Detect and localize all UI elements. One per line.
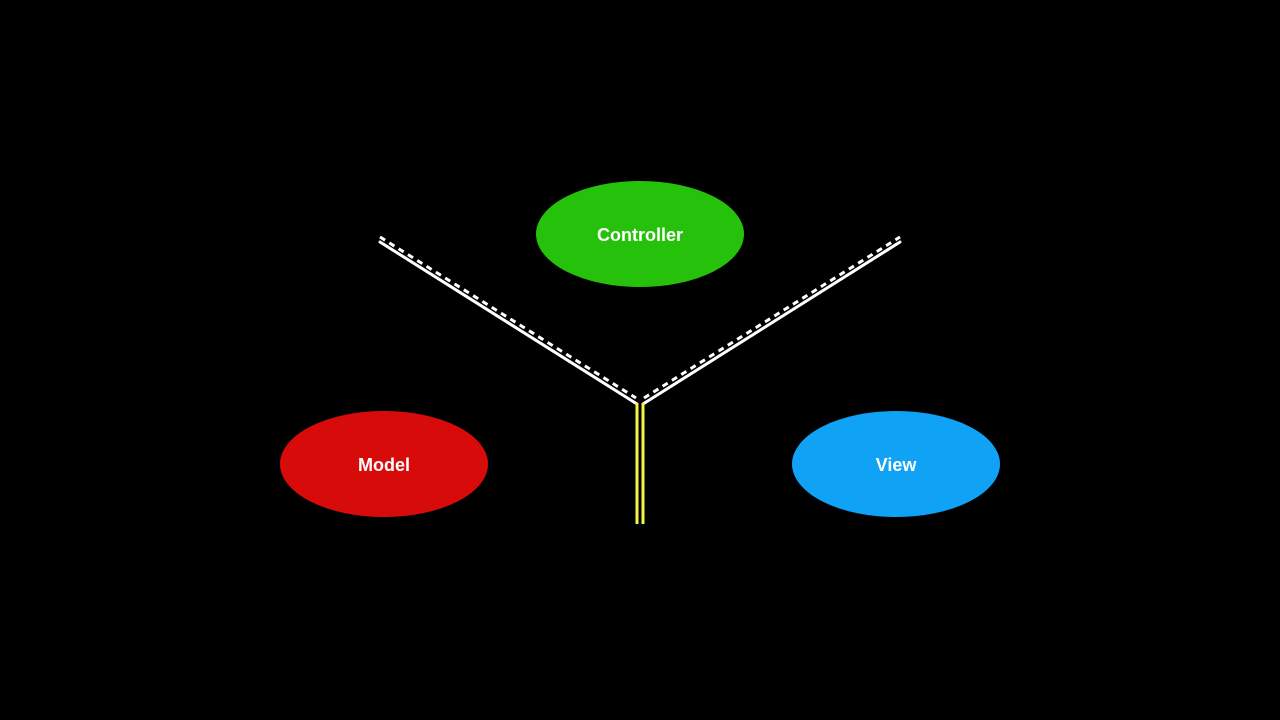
- node-view: View: [792, 411, 1000, 517]
- boundary-model-view: [635, 403, 645, 524]
- controller-ellipse: [536, 181, 744, 287]
- controller-label: Controller: [597, 225, 683, 245]
- boundary-right-solid: [641, 240, 902, 406]
- node-controller: Controller: [536, 181, 744, 287]
- boundary-controller-model: [378, 235, 639, 406]
- boundary-controller-view: [641, 235, 902, 406]
- view-ellipse: [792, 411, 1000, 517]
- view-label: View: [876, 455, 918, 475]
- node-model: Model: [280, 411, 488, 517]
- boundary-left-solid: [378, 240, 639, 406]
- model-label: Model: [358, 455, 410, 475]
- model-ellipse: [280, 411, 488, 517]
